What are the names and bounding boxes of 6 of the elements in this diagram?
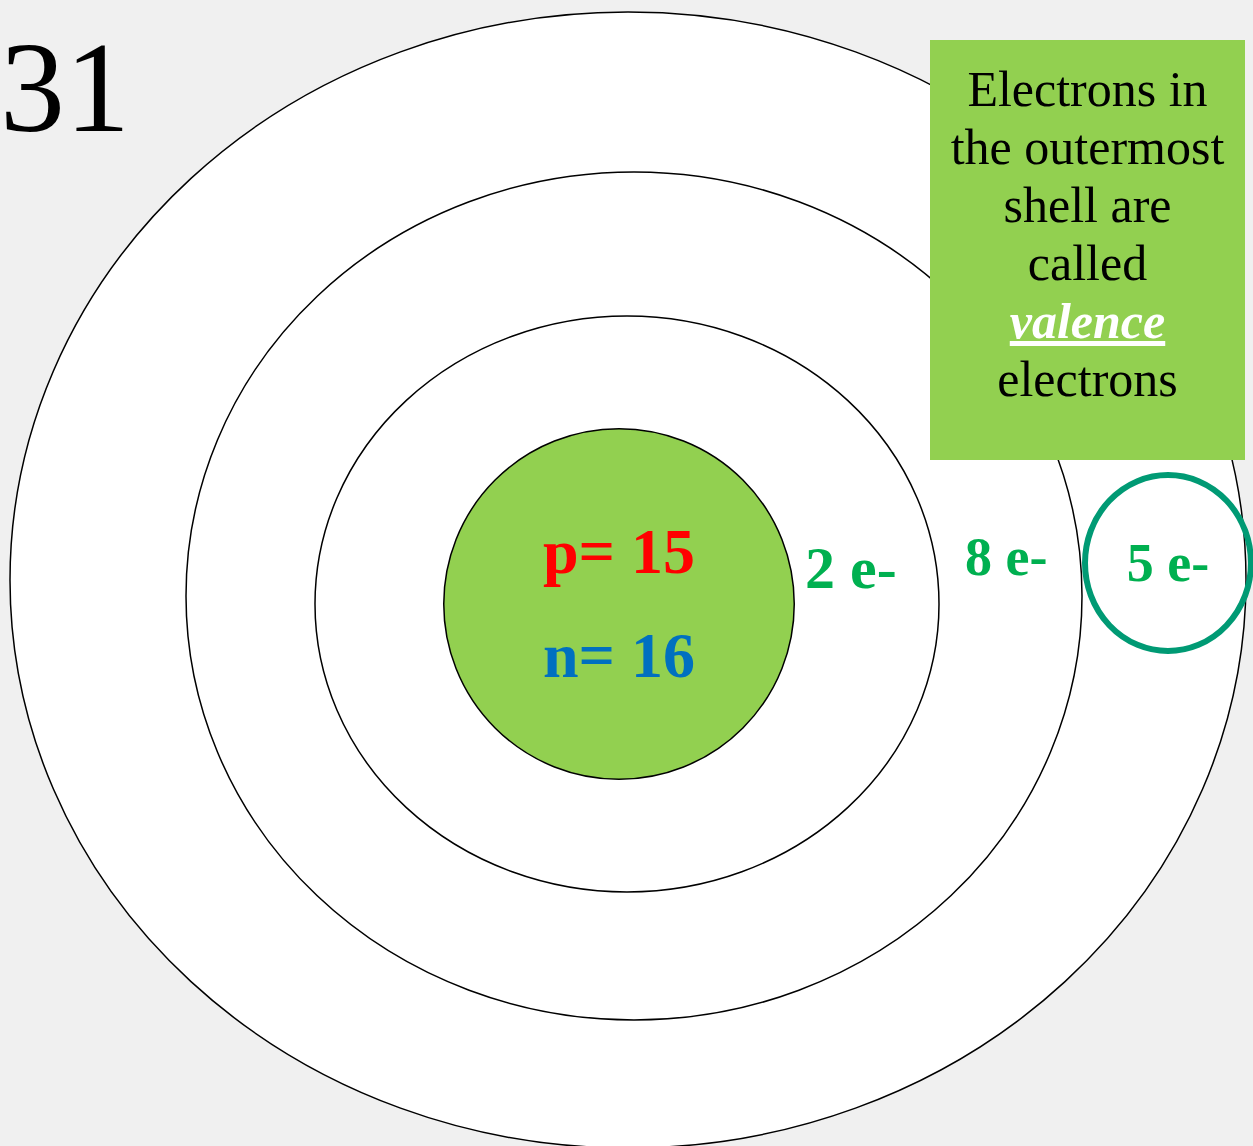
neutron-count: n= 16 [542,624,696,688]
mass-number: 31 [0,22,130,152]
note-box: Electrons in the outermost shell are called valence electrons [930,40,1245,460]
electron-count: 8 e- [965,530,1048,584]
electron-count: 2 e- [805,538,897,598]
electron-count: 5 e- [1126,536,1210,590]
